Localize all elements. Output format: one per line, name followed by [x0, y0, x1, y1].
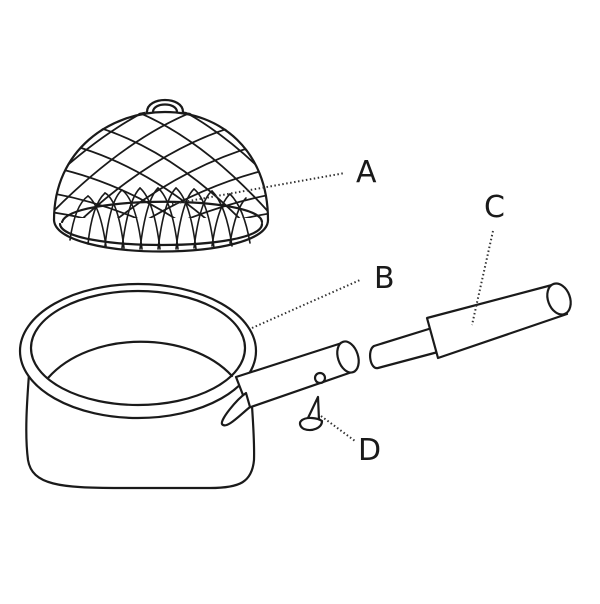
mesh-lid [52, 99, 270, 253]
label-c: C [484, 190, 505, 225]
detachable-handle [368, 282, 572, 370]
label-a: A [356, 155, 377, 190]
leader-line-b [251, 279, 361, 329]
fixing-screw [298, 395, 324, 432]
leader-line-d [320, 415, 356, 442]
saucepan-body [18, 282, 360, 490]
leader-line-a [171, 172, 346, 205]
label-b: B [374, 261, 395, 296]
leader-line-c [471, 230, 494, 326]
label-d: D [358, 433, 382, 468]
